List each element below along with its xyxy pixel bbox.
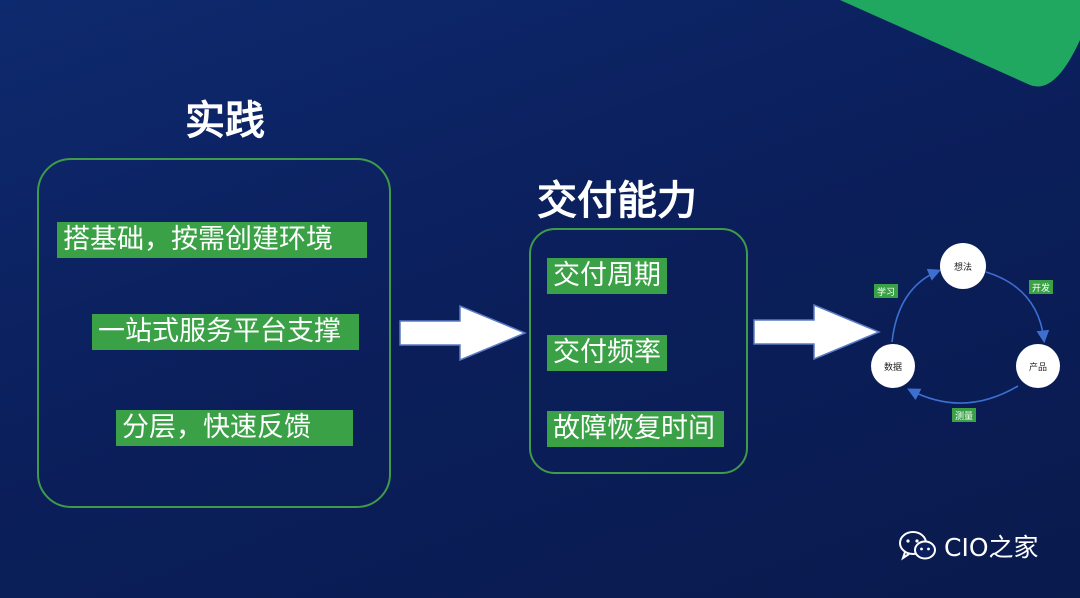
practice-title: 实践 [185,98,265,144]
node-data [871,344,915,388]
practice-box [37,158,391,508]
delivery-item: 交付频率 [547,335,667,371]
brand-watermark: CIO之家 [898,528,1039,564]
edge-label-learn: 学习 [877,286,895,298]
node-idea-label: 想法 [954,261,972,273]
node-product-label: 产品 [1029,361,1047,373]
cycle-arrow-learn [891,268,941,343]
wechat-icon [899,531,936,561]
node-product [1016,344,1060,388]
brand-name: CIO之家 [944,533,1039,562]
edge-label-develop: 开发 [1032,282,1050,294]
cycle-arrow-measure [907,385,1019,404]
practice-item: 搭基础，按需创建环境 [57,222,367,258]
node-idea [940,243,986,289]
practice-item: 分层，快速反馈 [116,410,353,446]
node-data-label: 数据 [884,361,902,373]
right-arrow-icon [753,303,881,361]
delivery-box [529,228,748,474]
edge-label-measure: 测量 [955,411,973,422]
cycle-arrow-develop [985,271,1050,344]
practice-item: 一站式服务平台支撑 [92,314,359,350]
delivery-item: 故障恢复时间 [547,411,724,447]
delivery-title: 交付能力 [537,178,697,224]
cycle-diagram: 想法 产品 数据 学习 开发 测量 [871,243,1060,422]
corner-decoration [840,0,1080,87]
delivery-item: 交付周期 [547,258,667,294]
right-arrow-icon [399,304,527,362]
